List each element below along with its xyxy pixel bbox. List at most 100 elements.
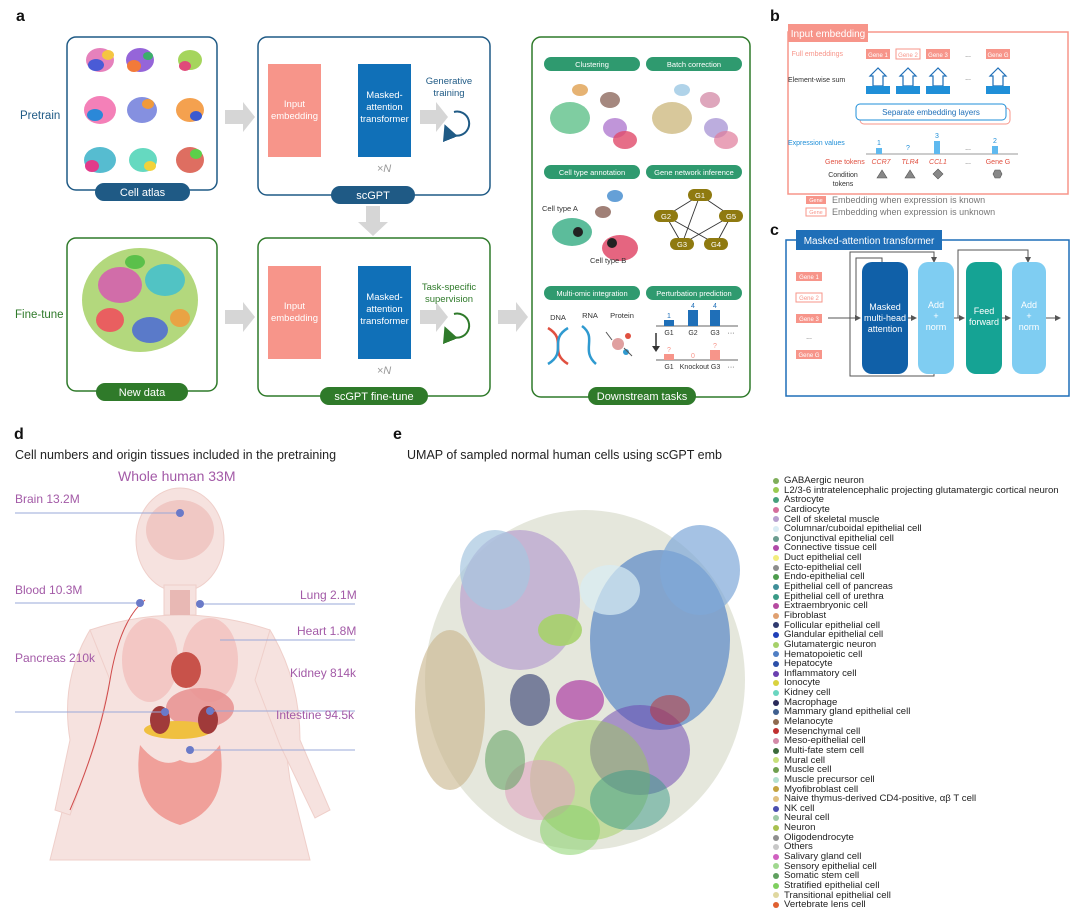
addnorm-block-2 (1012, 262, 1046, 374)
legend-swatch (773, 612, 779, 619)
legend-label: Connective tissue cell (784, 542, 877, 554)
legend-label: Hematopoietic cell (784, 648, 863, 660)
legend-label: Neural cell (784, 812, 830, 824)
legend-label: Myofibroblast cell (784, 783, 859, 795)
legend-item: Epithelial cell of pancreas (773, 582, 1078, 592)
mha-block (862, 262, 908, 374)
legend-label: Cell of skeletal muscle (784, 513, 880, 525)
legend-label: Mammary gland epithelial cell (784, 706, 911, 718)
legend-label: Follicular epithelial cell (784, 619, 880, 631)
perturb-val-6: ? (713, 343, 717, 350)
tissue-dots (136, 509, 214, 754)
legend-swatch (773, 776, 779, 783)
legend-item: GABAergic neuron (773, 476, 1078, 486)
legend-item: Glandular epithelial cell (773, 630, 1078, 640)
legend-item: Muscle precursor cell (773, 775, 1078, 785)
legend-label: Endo-epithelial cell (784, 571, 865, 583)
legend-label: Conjunctival epithelial cell (784, 532, 894, 544)
intestine-icon (138, 745, 222, 825)
tissue-intestine: Intestine 94.5k (276, 708, 355, 722)
legend-swatch (773, 853, 779, 860)
token-ccl1: CCL1 (929, 159, 947, 166)
legend-swatch (773, 477, 779, 484)
panel-letter-b: b (770, 8, 780, 25)
legend-item: Multi-fate stem cell (773, 746, 1078, 756)
full-gene-dots: ... (965, 52, 971, 59)
legend-swatch (773, 593, 779, 600)
perturb-val-2: 4 (691, 303, 695, 310)
perturb-val-1: 1 (667, 313, 671, 320)
gene-node-g2: G2 (661, 212, 671, 221)
trachea-icon (170, 590, 190, 615)
cell-type-b-label: Cell type B (590, 256, 626, 265)
heart-icon (171, 652, 201, 688)
legend-item: Transitional epithelial cell (773, 890, 1078, 901)
legend-item: Kidney cell (773, 688, 1078, 698)
scgpt-finetune-box (257, 237, 491, 397)
legend-swatch (773, 738, 779, 745)
panel-c-diagram: Masked-attention transformer Gene 1 Gene… (785, 230, 1070, 397)
legend-label: Fibroblast (784, 609, 827, 621)
legend-swatch (773, 660, 779, 667)
legend-swatch (773, 603, 779, 610)
legend-swatch (773, 844, 779, 851)
full-gene-2: Gene 2 (898, 53, 918, 59)
perturb-axis-g3: G3 (710, 330, 719, 337)
legend-label: Muscle cell (784, 764, 832, 776)
legend-swatch (773, 767, 779, 774)
legend-unknown-text: Embedding when expression is unknown (832, 207, 995, 217)
legend-item: L2/3-6 intratelencephalic projecting glu… (773, 485, 1078, 496)
token-tlr4: TLR4 (901, 159, 918, 166)
legend-item: Astrocyte (773, 495, 1078, 505)
omic-dna: DNA (550, 313, 566, 322)
legend-item: Cardiocyte (773, 505, 1078, 515)
legend-label: Extraembryonic cell (784, 600, 868, 612)
triangle-icon (876, 169, 888, 179)
legend-label: Hepatocyte (784, 658, 833, 670)
legend-swatch (773, 805, 779, 812)
addnorm-text-2: Add+norm (1019, 300, 1040, 332)
legend-swatch (773, 709, 779, 716)
sep-layer-box (855, 103, 1007, 121)
legend-swatch (773, 680, 779, 687)
legend-label: Salivary gland cell (784, 850, 862, 862)
scgpt-finetune-label: scGPT fine-tune (334, 391, 413, 403)
legend-item: Hematopoietic cell (773, 648, 1078, 660)
clustering-umap (550, 84, 637, 149)
arrow-atlas-to-scgpt (225, 102, 255, 132)
full-gene-3: Gene 3 (928, 53, 948, 59)
gene-node-g4: G4 (711, 240, 721, 249)
arrow-scgpt-to-finetune (358, 206, 388, 236)
downstream-pill (588, 387, 696, 405)
panel-a-diagram: Pretrain Fine-tune Cell atla (15, 36, 751, 405)
legend-swatch (773, 487, 779, 494)
tissue-pointer-lines (15, 512, 355, 751)
panel-letter-c: c (770, 222, 779, 239)
legend-swatch (773, 902, 779, 908)
perturb-axis2-knockout: Knockout G3 (680, 364, 721, 371)
tissue-blood: Blood 10.3M (15, 583, 83, 597)
legend-swatch (773, 882, 779, 889)
expression-values-label: Expression values (788, 140, 845, 147)
arrow-transformer-to-supervision (420, 302, 448, 332)
legend-item: Conjunctival epithelial cell (773, 534, 1078, 544)
perturb-axis-g1: G1 (664, 330, 673, 337)
sum-dots: ... (965, 75, 971, 82)
c-gene-1: Gene 1 (799, 275, 819, 281)
layer-boxes (866, 86, 1010, 94)
separate-layers-label: Separate embedding layers (882, 108, 980, 117)
legend-label: Mesenchymal cell (784, 725, 861, 737)
omic-rna: RNA (582, 311, 598, 320)
legend-swatch (773, 728, 779, 735)
tissue-brain: Brain 13.2M (15, 492, 80, 506)
token-ccr7: CCR7 (871, 159, 891, 166)
legend-label: Epithelial cell of urethra (784, 590, 884, 602)
expr-val-dots: ... (965, 145, 971, 152)
legend-item: Columnar/cuboidal epithelial cell (773, 524, 1078, 534)
legend-item: Neuron (773, 823, 1078, 833)
perturb-axis2-g1: G1 (664, 364, 673, 371)
